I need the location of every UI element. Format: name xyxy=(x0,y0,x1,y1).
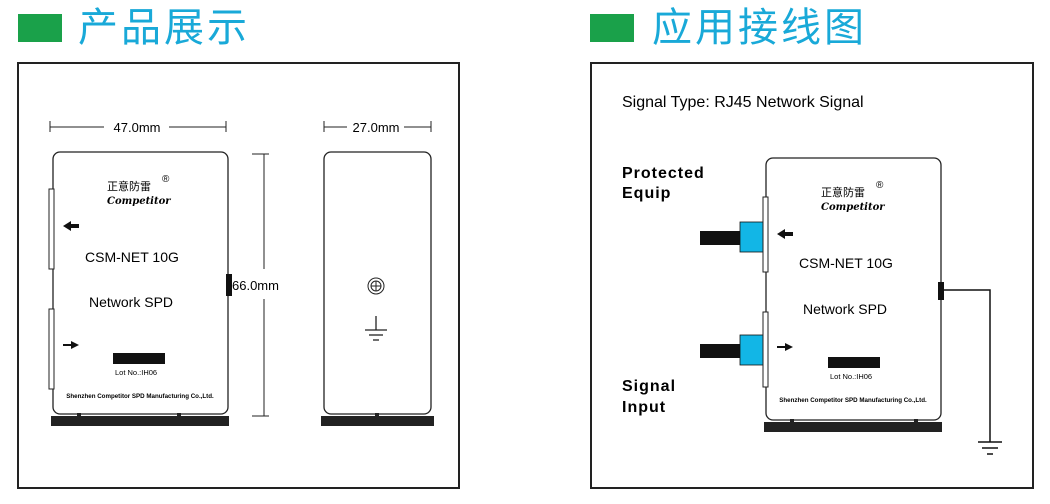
protected-label-line1: Protected xyxy=(622,165,705,182)
ground-icon xyxy=(978,441,1002,455)
product-section-title: 产品展示 xyxy=(78,5,250,51)
wiring-section-title: 应用接线图 xyxy=(652,5,867,51)
front-model: CSM-NET 10G xyxy=(85,249,179,265)
arrow-right-icon xyxy=(63,341,79,349)
device-product-name: Network SPD xyxy=(803,301,887,317)
wiring-diagram-panel: Signal Type: RJ45 Network Signal Protect… xyxy=(590,62,1034,489)
lot-label-bar xyxy=(113,353,165,364)
front-width-label: 47.0mm xyxy=(114,120,161,135)
device-registered-mark: ® xyxy=(876,180,884,191)
front-brand-cn: 正意防雷 xyxy=(107,179,151,193)
arrow-left-icon xyxy=(777,229,793,239)
ground-icon xyxy=(365,316,387,341)
ground-wire xyxy=(944,289,991,442)
signal-label-line1: Signal xyxy=(622,378,676,395)
arrow-left-icon xyxy=(63,221,79,231)
protected-rj45-connector xyxy=(739,221,765,253)
product-display-panel: 47.0mm 66.0mm 正意防雷 ® Competitor CSM-NET … xyxy=(17,62,460,489)
section-marker xyxy=(590,14,634,42)
front-view-body xyxy=(48,151,232,426)
device-brand-en: Competitor xyxy=(821,202,885,213)
product-drawing: 47.0mm 66.0mm 正意防雷 ® Competitor CSM-NET … xyxy=(48,120,434,426)
signal-label-line2: Input xyxy=(622,399,666,416)
front-width-dimension xyxy=(49,121,227,132)
arrow-right-icon xyxy=(777,343,793,351)
front-brand-en: Competitor xyxy=(107,196,171,207)
signal-type-label: Signal Type: RJ45 Network Signal xyxy=(622,94,864,111)
protected-label-line2: Equip xyxy=(622,185,671,202)
lot-label-bar xyxy=(828,357,880,368)
front-product-name: Network SPD xyxy=(89,294,173,310)
device-brand-cn: 正意防雷 xyxy=(821,185,865,199)
input-cable xyxy=(700,344,742,358)
device-lot-no: Lot No.:IH06 xyxy=(830,372,872,381)
front-manufacturer: Shenzhen Competitor SPD Manufacturing Co… xyxy=(66,393,214,400)
wiring-drawing: Signal Type: RJ45 Network Signal Protect… xyxy=(622,94,1002,455)
side-width-label: 27.0mm xyxy=(353,120,400,135)
section-marker xyxy=(18,14,62,42)
screw-icon xyxy=(367,277,385,295)
height-label: 66.0mm xyxy=(232,278,279,293)
side-view-body xyxy=(321,151,434,426)
side-width-dimension xyxy=(323,121,432,132)
front-lot-no: Lot No.:IH06 xyxy=(115,368,157,377)
device-body xyxy=(762,157,944,432)
input-rj45-connector xyxy=(739,334,765,366)
height-dimension xyxy=(252,153,269,417)
protected-cable xyxy=(700,231,742,245)
device-model: CSM-NET 10G xyxy=(799,255,893,271)
device-manufacturer: Shenzhen Competitor SPD Manufacturing Co… xyxy=(779,397,927,404)
front-registered-mark: ® xyxy=(162,174,170,185)
